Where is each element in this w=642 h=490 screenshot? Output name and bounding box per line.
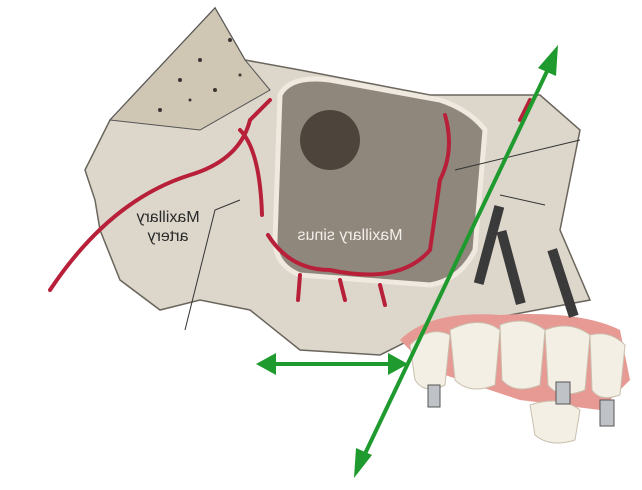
arrow-head-left <box>256 353 276 375</box>
maxillary-artery <box>48 98 532 307</box>
implants <box>473 205 579 318</box>
arrow-head-down <box>354 448 372 478</box>
maxillary-artery-label: Maxillary artery <box>118 208 218 246</box>
maxillary-sinus-label: Maxillary sinus <box>297 227 403 244</box>
sinus-shadow <box>300 110 360 170</box>
green-arrows <box>256 45 558 478</box>
leader-lines <box>184 139 581 331</box>
maxillary-sinus <box>272 76 488 288</box>
arrow-head-up <box>538 45 558 76</box>
artery-label-line1: Maxillary <box>136 209 200 226</box>
artery-label-line2: artery <box>147 228 189 245</box>
bone-pores <box>158 38 242 112</box>
implant-abutments <box>427 381 615 427</box>
diagonal-arrow <box>360 64 552 461</box>
arrow-head-right <box>388 353 408 375</box>
teeth <box>409 320 626 444</box>
